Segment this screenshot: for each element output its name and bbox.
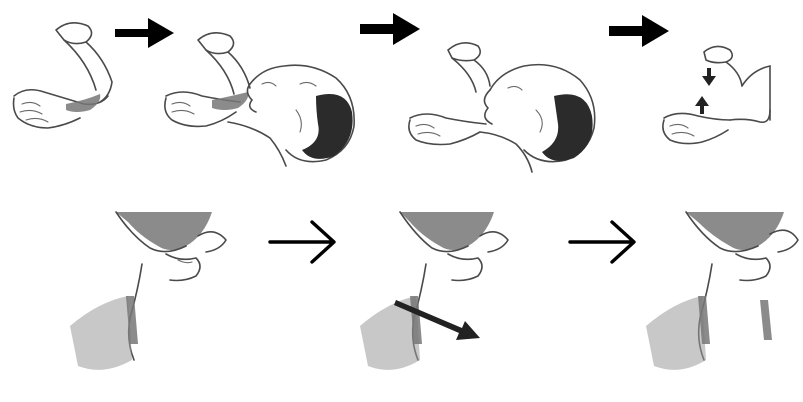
bottom-step-2-draw-in [360, 212, 508, 370]
top-step-2-nipple-to-lips [165, 33, 354, 166]
arrow-right-icon [570, 222, 634, 262]
arrow-up-icon [695, 96, 709, 114]
arrow-right-icon [115, 18, 174, 48]
arrow-down-icon [702, 68, 716, 86]
bottom-arrow-1 [270, 222, 334, 262]
top-step-3-wide-gape [409, 43, 595, 172]
top-arrow-3 [609, 15, 669, 47]
arrow-right-icon [609, 15, 669, 47]
top-arrow-1 [115, 18, 174, 48]
bottom-step-3-latched [646, 212, 798, 370]
top-step-4-latch [663, 46, 770, 143]
bottom-step-1-approach [70, 212, 226, 370]
bottom-arrow-2 [570, 222, 634, 262]
top-arrow-2 [360, 13, 420, 45]
top-step-1-hand-with-nipple [14, 23, 113, 128]
arrow-right-icon [360, 13, 420, 45]
arrow-right-icon [270, 222, 334, 262]
